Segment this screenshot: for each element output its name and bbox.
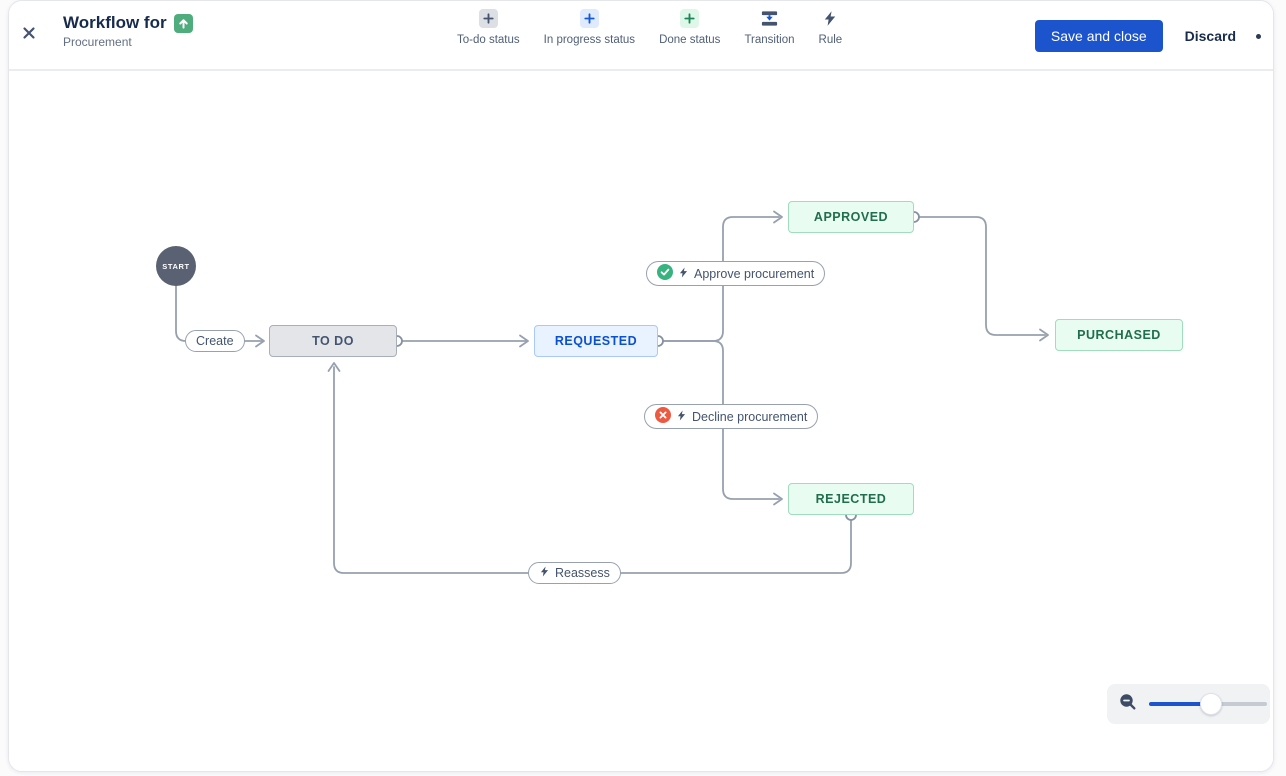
status-label: APPROVED: [813, 210, 889, 224]
tool-label: Transition: [744, 34, 795, 46]
lightning-icon: [821, 9, 840, 28]
tool-label: To-do status: [457, 34, 520, 46]
status-node-purchased[interactable]: PURCHASED: [1055, 319, 1183, 351]
transition-decline-procurement[interactable]: Decline procurement: [644, 404, 819, 429]
title-block: Workflow for Procurement: [63, 13, 193, 49]
zoom-out-icon[interactable]: [1119, 693, 1137, 716]
toolbar: To-do status In progress status Transiti…: [457, 9, 842, 46]
status-label: REJECTED: [815, 492, 887, 506]
plus-icon: [478, 9, 498, 28]
project-avatar-arrow-up-icon: [173, 13, 193, 33]
close-icon: [22, 26, 36, 43]
header: Workflow for Procurement To-do status In…: [9, 1, 1273, 71]
add-done-status-button[interactable]: Transition Done status: [659, 9, 720, 46]
status-node-approved[interactable]: APPROVED: [788, 201, 914, 233]
add-todo-status-button[interactable]: To-do status: [457, 9, 520, 46]
start-node-label: START: [162, 261, 190, 271]
start-node[interactable]: START: [156, 246, 196, 286]
transition-reassess[interactable]: Reassess: [528, 562, 621, 584]
discard-button[interactable]: Discard: [1171, 20, 1250, 52]
transition-approve-procurement[interactable]: Approve procurement: [646, 261, 826, 286]
transition-create[interactable]: Create: [185, 330, 245, 352]
add-rule-button[interactable]: Rule: [818, 9, 843, 46]
status-node-rejected[interactable]: REJECTED: [788, 483, 914, 515]
workflow-editor-window: Workflow for Procurement To-do status In…: [8, 0, 1274, 772]
plus-icon: [680, 9, 700, 28]
zoom-slider-rest: [1211, 702, 1267, 706]
transition-label: Reassess: [555, 566, 610, 580]
rule-lightning-icon: [539, 565, 550, 581]
transition-label: Create: [196, 334, 234, 348]
header-actions: Save and close Discard: [1034, 1, 1273, 71]
status-label: REQUESTED: [554, 334, 638, 348]
workflow-edges: [175, 210, 1049, 574]
add-inprogress-status-button[interactable]: In progress status: [544, 9, 635, 46]
workflow-subtitle: Procurement: [63, 35, 132, 49]
status-node-to-do[interactable]: TO DO: [269, 325, 397, 357]
page-title: Workflow for: [63, 13, 167, 32]
rule-lightning-icon: [678, 266, 689, 282]
approve-check-icon: [657, 264, 673, 283]
status-label: TO DO: [312, 334, 354, 348]
transition-icon: [760, 9, 779, 28]
add-transition-button[interactable]: Transition: [744, 9, 795, 46]
zoom-slider[interactable]: [1149, 693, 1267, 715]
transition-label: Decline procurement: [692, 409, 808, 424]
tool-label: In progress status: [543, 34, 636, 46]
workflow-canvas[interactable]: START TO DO REQUESTED APPROVED PURCHASED…: [9, 73, 1273, 771]
close-button[interactable]: [16, 21, 42, 47]
save-and-close-button[interactable]: Save and close: [1034, 20, 1163, 52]
zoom-slider-thumb[interactable]: [1200, 693, 1222, 715]
zoom-slider-fill: [1149, 702, 1211, 706]
more-indicator-dot[interactable]: [1256, 33, 1261, 39]
status-label: PURCHASED: [1077, 328, 1161, 342]
zoom-control: [1107, 684, 1270, 724]
status-node-requested[interactable]: REQUESTED: [534, 325, 658, 357]
tool-label: Done status: [659, 34, 721, 46]
transition-label: Approve procurement: [694, 266, 815, 281]
plus-icon: [579, 9, 599, 28]
tool-label: Rule: [818, 34, 843, 46]
rule-lightning-icon: [676, 409, 687, 425]
decline-x-icon: [655, 407, 671, 426]
